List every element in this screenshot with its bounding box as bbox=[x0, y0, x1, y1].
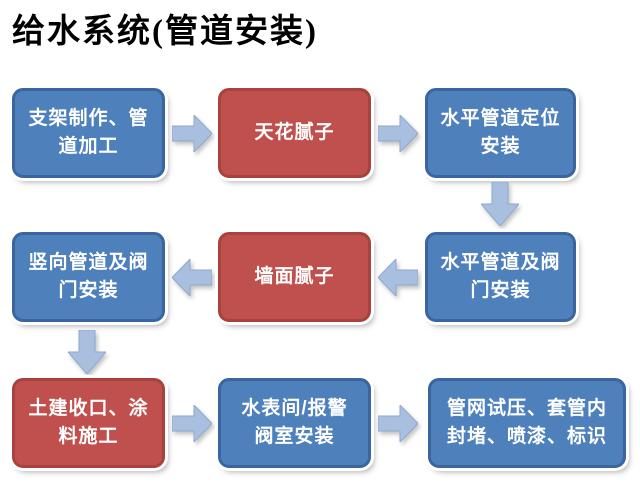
arrow-right-icon bbox=[172, 405, 212, 442]
arrow-right-icon bbox=[172, 115, 212, 152]
arrow-down-icon bbox=[481, 182, 519, 226]
arrow-right-icon bbox=[378, 405, 418, 442]
arrow-right-icon bbox=[378, 115, 418, 152]
step-label: 支架制作、管道加工 bbox=[28, 108, 149, 157]
step-water-meter-room-install: 水表间/报警阀室安装 bbox=[218, 378, 371, 468]
step-label: 水平管道及阀门安装 bbox=[440, 252, 561, 301]
page-title: 给水系统(管道安装) bbox=[12, 14, 318, 50]
step-horizontal-pipe-valve-install: 水平管道及阀门安装 bbox=[425, 232, 576, 322]
step-label: 竖向管道及阀门安装 bbox=[28, 252, 149, 301]
step-label: 天花腻子 bbox=[254, 122, 335, 144]
step-ceiling-putty: 天花腻子 bbox=[218, 88, 371, 178]
step-pipe-test-seal-marking: 管网试压、套管内封堵、喷漆、标识 bbox=[428, 378, 626, 468]
step-wall-putty: 墙面腻子 bbox=[218, 232, 371, 322]
step-label: 管网试压、套管内封堵、喷漆、标识 bbox=[446, 398, 607, 447]
step-label: 水平管道定位安装 bbox=[440, 108, 561, 157]
step-support-fabrication: 支架制作、管道加工 bbox=[12, 88, 165, 178]
arrow-left-icon bbox=[378, 259, 418, 296]
step-label: 墙面腻子 bbox=[254, 266, 335, 288]
step-civil-closeout-painting: 土建收口、涂料施工 bbox=[12, 378, 165, 468]
step-horizontal-pipe-positioning: 水平管道定位安装 bbox=[425, 88, 576, 178]
step-vertical-pipe-valve-install: 竖向管道及阀门安装 bbox=[12, 232, 165, 322]
arrow-down-icon bbox=[68, 330, 106, 374]
step-label: 土建收口、涂料施工 bbox=[28, 398, 149, 447]
arrow-left-icon bbox=[172, 259, 212, 296]
step-label: 水表间/报警阀室安装 bbox=[241, 398, 348, 447]
